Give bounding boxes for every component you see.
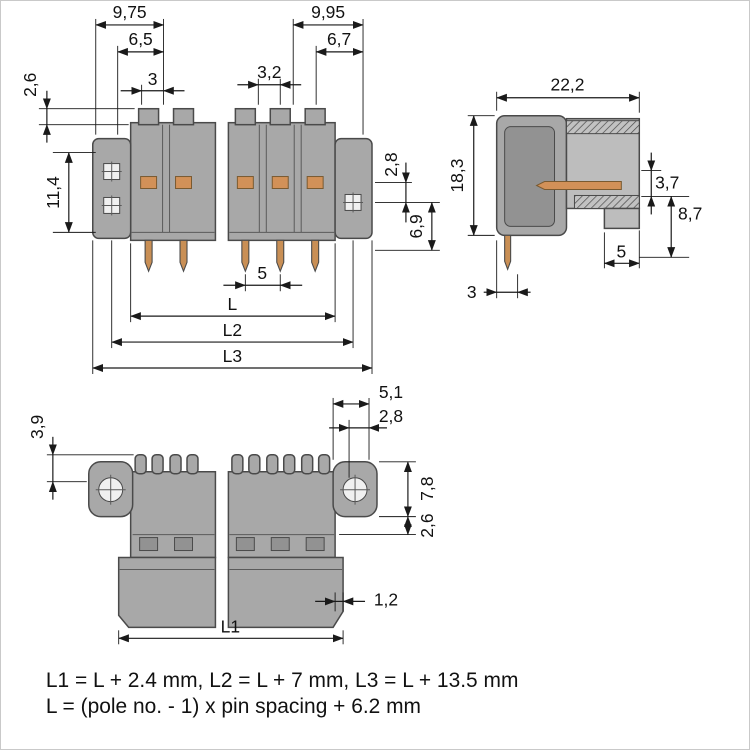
side-contact <box>535 181 622 190</box>
side-housing-inner <box>504 126 556 227</box>
side-connector-body <box>495 114 641 271</box>
solder-pin <box>504 234 512 271</box>
dim-label-2-8: 2,8 <box>381 152 401 176</box>
bottom-contacts <box>139 537 325 552</box>
front-body-tooth <box>304 107 326 126</box>
dim-label-6-7: 6,7 <box>327 29 351 49</box>
front-view: 9,75 6,5 3 2,6 11,4 3,2 9,95 6,7 2,8 6,9… <box>20 2 440 375</box>
dim-label-5: 5 <box>616 241 626 261</box>
dim-label-5-1: 5,1 <box>379 382 403 402</box>
bottom-dimension-lines <box>46 397 416 645</box>
bottom-body-inner-lines <box>119 534 343 570</box>
dim-label-L1: L1 <box>221 616 240 636</box>
bottom-skirt-right <box>227 556 344 629</box>
solder-pin <box>144 239 153 273</box>
front-pins <box>144 239 320 273</box>
front-body-tooth <box>234 107 257 126</box>
solder-pin <box>179 239 188 273</box>
bottom-view: 3,9 5,1 2,8 7,8 2,6 1,2 L1 <box>27 382 437 645</box>
front-left-flange <box>92 137 132 240</box>
solder-pin <box>311 239 320 273</box>
dim-label-7-8: 7,8 <box>417 477 437 501</box>
side-hatch-bottom <box>573 194 640 209</box>
bottom-right-flange <box>332 461 378 518</box>
bottom-dimension-labels: 3,9 5,1 2,8 7,8 2,6 1,2 L1 <box>27 382 437 636</box>
dim-label-L: L <box>228 294 238 314</box>
front-dimension-lines <box>38 18 440 375</box>
front-body-tooth <box>172 107 195 126</box>
formula-line-1: L1 = L + 2.4 mm, L2 = L + 7 mm, L3 = L +… <box>46 669 519 692</box>
dim-label-9-75: 9,75 <box>113 2 147 22</box>
side-dimension-labels: 22,2 18,3 3,7 8,7 5 3 <box>447 75 703 302</box>
dim-label-2-6: 2,6 <box>20 73 40 97</box>
dim-label-5: 5 <box>257 263 267 283</box>
formula-block: L1 = L + 2.4 mm, L2 = L + 7 mm, L3 = L +… <box>46 669 519 718</box>
dim-label-3-7: 3,7 <box>655 172 679 192</box>
solder-pin <box>276 239 285 273</box>
dim-label-2-6: 2,6 <box>417 513 437 537</box>
dim-label-18-3: 18,3 <box>447 159 467 193</box>
side-step <box>603 207 641 230</box>
front-right-flange <box>334 137 373 240</box>
dim-label-9-95: 9,95 <box>311 2 345 22</box>
formula-line-2: L = (pole no. - 1) x pin spacing + 6.2 m… <box>46 695 421 718</box>
dim-label-L2: L2 <box>223 320 242 340</box>
side-dimension-lines <box>467 91 690 299</box>
front-body-tooth <box>137 107 160 126</box>
dim-label-8-7: 8,7 <box>678 203 702 223</box>
bottom-body-bumps <box>134 454 331 475</box>
front-body-tooth <box>269 107 291 126</box>
bottom-skirt-left <box>117 556 217 629</box>
solder-pin <box>241 239 250 273</box>
dim-label-11-4: 11,4 <box>43 176 63 209</box>
front-contacts <box>140 176 324 189</box>
dim-label-6-9: 6,9 <box>406 214 426 238</box>
dim-label-2-8: 2,8 <box>379 406 403 426</box>
dim-label-6-5: 6,5 <box>129 29 153 49</box>
side-hatch-top <box>565 120 640 135</box>
dim-label-3-9: 3,9 <box>27 415 47 439</box>
front-connector-body <box>92 107 373 273</box>
bottom-left-flange <box>88 461 134 518</box>
side-view: 22,2 18,3 3,7 8,7 5 3 <box>447 75 703 302</box>
dim-label-3: 3 <box>467 282 477 302</box>
front-body-inner-lines <box>131 124 335 233</box>
bottom-connector-body <box>88 454 378 629</box>
dim-label-3-2: 3,2 <box>257 62 281 82</box>
dim-label-L3: L3 <box>223 346 242 366</box>
dim-label-3: 3 <box>148 69 158 89</box>
dim-label-22-2: 22,2 <box>551 75 585 95</box>
front-dimension-labels: 9,75 6,5 3 2,6 11,4 3,2 9,95 6,7 2,8 6,9… <box>20 2 426 366</box>
dim-label-1-2: 1,2 <box>374 589 398 609</box>
